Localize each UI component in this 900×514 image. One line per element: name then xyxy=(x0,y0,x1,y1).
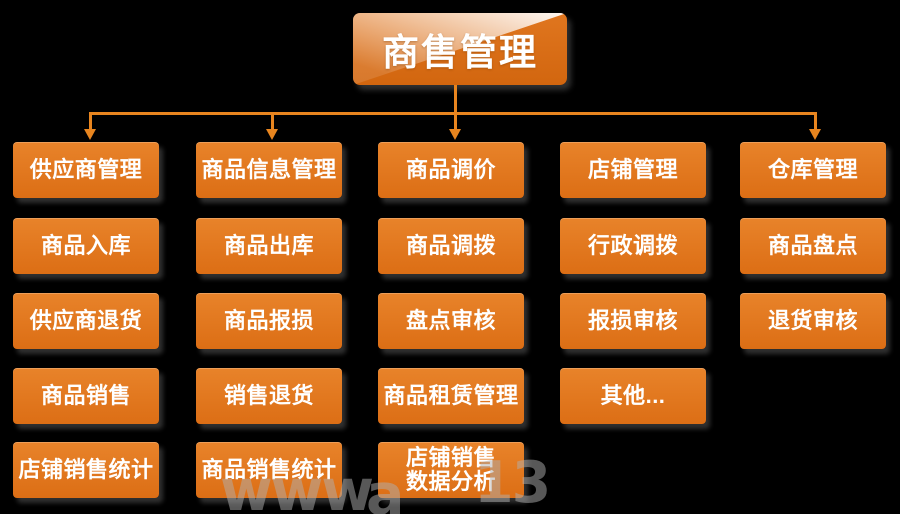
node-stocktake-audit: 盘点审核 xyxy=(378,293,524,349)
node-store-sales-data-analysis: 店铺销售 数据分析 xyxy=(378,442,524,498)
arrow-down-icon xyxy=(809,129,821,140)
node-warehouse-management: 仓库管理 xyxy=(740,142,886,198)
arrow-down-icon xyxy=(449,129,461,140)
node-damage-audit: 报损审核 xyxy=(560,293,706,349)
node-supplier-management: 供应商管理 xyxy=(13,142,159,198)
node-others: 其他... xyxy=(560,368,706,424)
connector-drop-col2 xyxy=(271,112,274,130)
node-goods-sales-statistics: 商品销售统计 xyxy=(196,442,342,498)
node-goods-damage-report: 商品报损 xyxy=(196,293,342,349)
node-product-info-management: 商品信息管理 xyxy=(196,142,342,198)
node-store-management: 店铺管理 xyxy=(560,142,706,198)
node-store-sales-statistics: 店铺销售统计 xyxy=(13,442,159,498)
root-node-label: 商售管理 xyxy=(382,32,538,73)
node-return-audit: 退货审核 xyxy=(740,293,886,349)
connector-horizontal xyxy=(89,112,815,115)
node-goods-rental-management: 商品租赁管理 xyxy=(378,368,524,424)
arrow-down-icon xyxy=(266,129,278,140)
connector-drop-col5 xyxy=(814,112,817,130)
node-supplier-return: 供应商退货 xyxy=(13,293,159,349)
connector-drop-col3 xyxy=(454,112,457,130)
arrow-down-icon xyxy=(84,129,96,140)
node-goods-sales: 商品销售 xyxy=(13,368,159,424)
node-goods-transfer: 商品调拨 xyxy=(378,218,524,274)
root-node: 商售管理 xyxy=(353,13,567,85)
node-goods-outbound: 商品出库 xyxy=(196,218,342,274)
node-sales-return: 销售退货 xyxy=(196,368,342,424)
node-price-adjustment: 商品调价 xyxy=(378,142,524,198)
connector-drop-col1 xyxy=(89,112,92,130)
node-administrative-transfer: 行政调拨 xyxy=(560,218,706,274)
node-goods-inbound: 商品入库 xyxy=(13,218,159,274)
node-goods-stocktake: 商品盘点 xyxy=(740,218,886,274)
connector-stem xyxy=(454,85,457,113)
